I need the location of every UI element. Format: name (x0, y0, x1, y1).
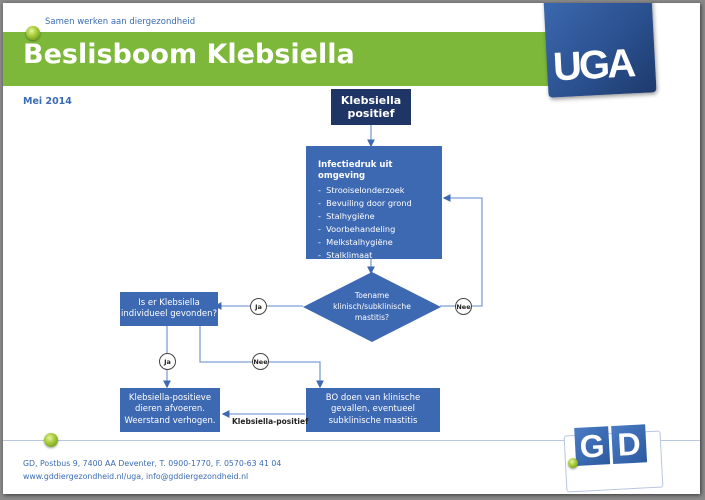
gd-logo: G D (563, 424, 664, 493)
date: Mei 2014 (23, 96, 72, 107)
footer-divider (3, 440, 700, 441)
infection-item: - Strooiselonderzoek (318, 184, 405, 195)
footer-web-line: www.gddiergezondheid.nl/uga, info@gddier… (23, 472, 249, 481)
no-label: Nee (455, 298, 472, 315)
green-ball-icon (26, 26, 40, 40)
tagline: Samen werken aan diergezondheid (45, 17, 196, 27)
infection-item: - Stalhygiëne (318, 210, 375, 221)
infection-item: - Bevuiling door grond (318, 197, 412, 208)
connector-decision-loop (440, 194, 483, 307)
footer-address: GD, Postbus 9, 7400 AA Deventer, T. 0900… (23, 457, 281, 483)
infection-pressure-box: Infectiedruk uit omgeving - Strooiselond… (306, 146, 442, 273)
green-ball-icon (44, 433, 58, 447)
page: Samen werken aan diergezondheid Beslisbo… (3, 3, 700, 494)
infection-heading: Infectiedruk uit omgeving (318, 160, 393, 182)
gd-logo-g: G (574, 426, 611, 466)
gd-logo-d: D (611, 424, 648, 465)
yes-label: Ja (250, 298, 267, 315)
edge-label-klebsiella-positive: Klebsiella-positief (232, 417, 309, 426)
page-title: Beslisboom Klebsiella (23, 39, 355, 70)
infection-item: - Melkstalhygiëne (318, 236, 393, 247)
decision-text: Toename klinisch/subklinische mastitis? (333, 291, 411, 322)
header-band (3, 32, 650, 86)
question-box: Is er Klebsiella individueel gevonden? (120, 292, 218, 326)
green-ball-icon (567, 457, 579, 469)
start-node: Klebsiella positief (331, 89, 411, 125)
infection-item: - Stalklimaat (318, 249, 373, 260)
infection-item: - Voorbehandeling (318, 223, 396, 234)
decision-diamond (303, 272, 441, 342)
yes-label: Ja (159, 353, 176, 370)
infection-item: - Aankoop (318, 262, 362, 273)
footer-address-line: GD, Postbus 9, 7400 AA Deventer, T. 0900… (23, 459, 282, 468)
no-label: Nee (252, 353, 269, 370)
remove-animals-box: Klebsiella-positieve dieren afvoeren. We… (120, 388, 220, 432)
bo-box: BO doen van klinische gevallen, eventuee… (306, 388, 440, 432)
